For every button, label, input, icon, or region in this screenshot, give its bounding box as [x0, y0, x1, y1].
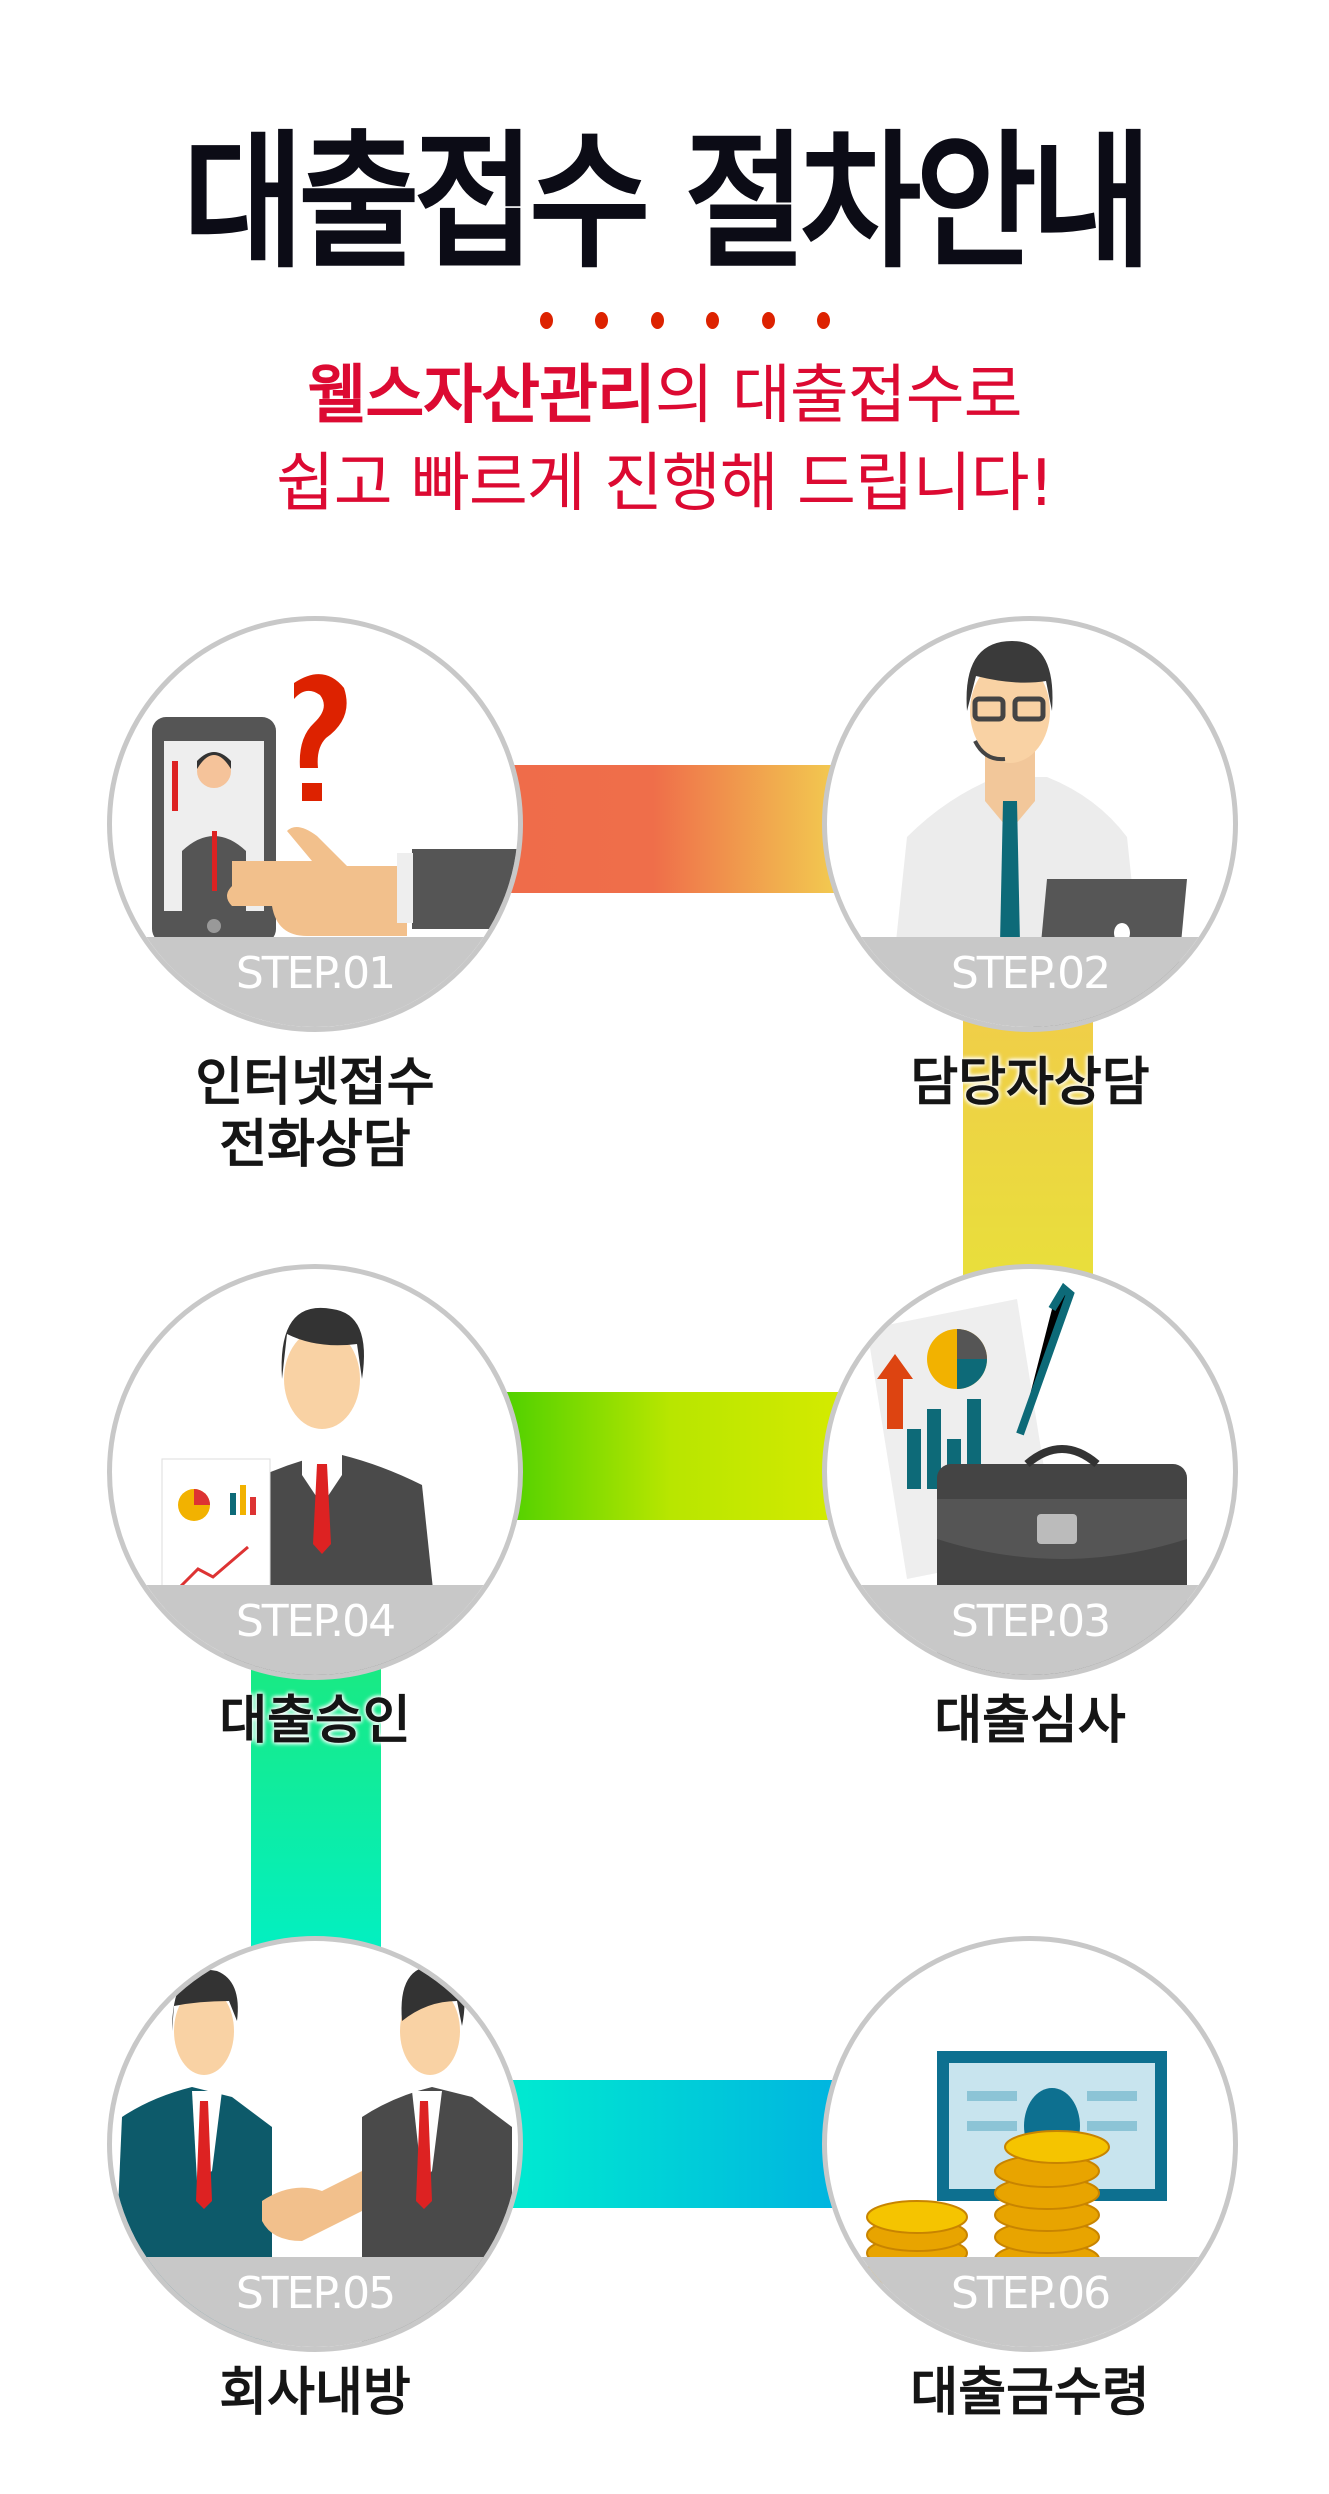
step-1-card: STEP.01: [107, 616, 523, 1032]
money-coins-icon: [866, 2051, 1167, 2298]
subtitle-line-2: 쉽고 빠르게 진행해 드립니다!: [275, 447, 1054, 521]
step-4-card: STEP.04: [107, 1264, 523, 1680]
step-badge: STEP.02: [827, 937, 1233, 1027]
step-3-label: 대출심사: [780, 1690, 1280, 1752]
subtitle: 웰스자산관리의 대출접수로 쉽고 빠르게 진행해 드립니다!: [0, 352, 1329, 528]
step-5-card: STEP.05: [107, 1936, 523, 2352]
step-badge: STEP.06: [827, 2257, 1233, 2347]
label-line: 대출심사: [934, 1691, 1126, 1751]
connector-3-4: [500, 1392, 840, 1520]
phone-pointing-icon: [152, 674, 518, 943]
step-4-label: 대출승인: [65, 1690, 565, 1752]
step-5-label: 회사내방: [65, 2362, 565, 2424]
label-line: 대출금수령: [910, 2363, 1150, 2423]
step-1-label: 인터넷접수 전화상담: [65, 1052, 565, 1176]
dot: [595, 312, 609, 329]
connector-1-2: [500, 765, 840, 893]
dot: [761, 312, 775, 329]
dot: [816, 312, 830, 329]
dot: [540, 312, 553, 329]
subtitle-line-1: 웰스자산관리의 대출접수로: [0, 352, 1329, 440]
step-badge: STEP.04: [112, 1585, 518, 1675]
label-line: 전화상담: [219, 1115, 411, 1175]
step-badge: STEP.03: [827, 1585, 1233, 1675]
label-line: 담당자상담: [910, 1053, 1150, 1113]
step-2-card: STEP.02: [822, 616, 1238, 1032]
connector-5-6: [500, 2080, 840, 2208]
decorative-dots: [540, 312, 830, 329]
subtitle-text: 의 대출접수로: [654, 359, 1023, 433]
label-line: 인터넷접수: [195, 1053, 435, 1113]
dot: [706, 312, 720, 329]
step-6-card: STEP.06: [822, 1936, 1238, 2352]
step-badge: STEP.05: [112, 2257, 518, 2347]
brand-name: 웰스자산관리: [307, 359, 656, 433]
step-2-label: 담당자상담: [780, 1052, 1280, 1114]
dot: [650, 312, 664, 329]
step-3-card: STEP.03: [822, 1264, 1238, 1680]
page-title: 대출접수 절차안내: [182, 116, 1152, 290]
label-line: 대출승인: [219, 1691, 411, 1751]
step-6-label: 대출금수령: [780, 2362, 1280, 2424]
label-line: 회사내방: [219, 2363, 411, 2423]
step-badge: STEP.01: [112, 937, 518, 1027]
